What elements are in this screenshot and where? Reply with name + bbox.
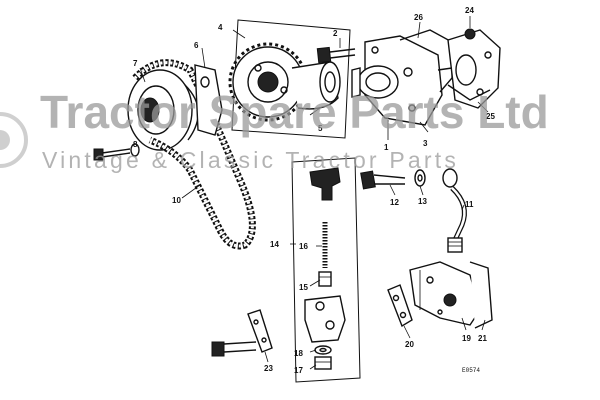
bolt-washer-8 xyxy=(93,143,140,161)
watermark-subtitle: Vintage & Classic Tractor Parts xyxy=(42,147,459,173)
drive-sprocket-7 xyxy=(127,69,199,151)
callout-26: 26 xyxy=(414,13,423,22)
tensioner-slipper xyxy=(309,167,341,201)
callout-25: 25 xyxy=(486,112,495,121)
callout-7: 7 xyxy=(133,59,138,68)
bolt-23 xyxy=(211,309,273,357)
plug-17 xyxy=(314,356,332,370)
callout-13: 13 xyxy=(418,197,427,206)
plunger-15 xyxy=(318,271,332,287)
bolt-12 xyxy=(360,170,406,190)
callout-4: 4 xyxy=(218,23,223,32)
rear-flange-24 xyxy=(437,28,501,109)
plate-20 xyxy=(387,284,413,328)
callout-23: 23 xyxy=(264,364,273,373)
callout-5: 5 xyxy=(318,124,323,133)
callout-14: 14 xyxy=(270,240,279,249)
callout-10: 10 xyxy=(172,196,181,205)
callout-numbers: 1 2 3 4 5 6 7 8 10 11 12 13 14 15 16 17 … xyxy=(133,6,495,375)
callout-24: 24 xyxy=(465,6,474,15)
drawing-code: E0574 xyxy=(462,367,480,374)
sprocket-assembly-box-4 xyxy=(228,19,351,139)
callout-2: 2 xyxy=(333,29,338,38)
callout-8: 8 xyxy=(133,140,138,149)
callout-3: 3 xyxy=(423,139,428,148)
callout-15: 15 xyxy=(299,283,308,292)
watermark-title: Tractor Spare Parts Ltd xyxy=(40,86,549,138)
tensioner-plate-6 xyxy=(194,64,223,136)
tensioner-box-14 xyxy=(291,157,361,383)
bolt-2 xyxy=(316,46,356,64)
tensioner-body xyxy=(304,295,346,343)
callout-6: 6 xyxy=(194,41,199,50)
callout-16: 16 xyxy=(299,242,308,251)
callout-1: 1 xyxy=(384,143,389,152)
pump-housing-1 xyxy=(351,29,453,126)
callout-12: 12 xyxy=(390,198,399,207)
pump-body-19 xyxy=(409,261,493,329)
callout-17: 17 xyxy=(294,366,303,375)
leader-lines xyxy=(139,16,489,370)
tractor-logo-icon xyxy=(0,112,28,168)
watermark: Tractor Spare Parts Ltd Vintage & Classi… xyxy=(0,86,549,173)
callout-19: 19 xyxy=(462,334,471,343)
callout-21: 21 xyxy=(478,334,487,343)
callout-20: 20 xyxy=(405,340,414,349)
washer-18 xyxy=(314,345,332,355)
callout-18: 18 xyxy=(294,349,303,358)
oil-pipe-11 xyxy=(442,168,467,253)
callout-11: 11 xyxy=(465,200,474,209)
